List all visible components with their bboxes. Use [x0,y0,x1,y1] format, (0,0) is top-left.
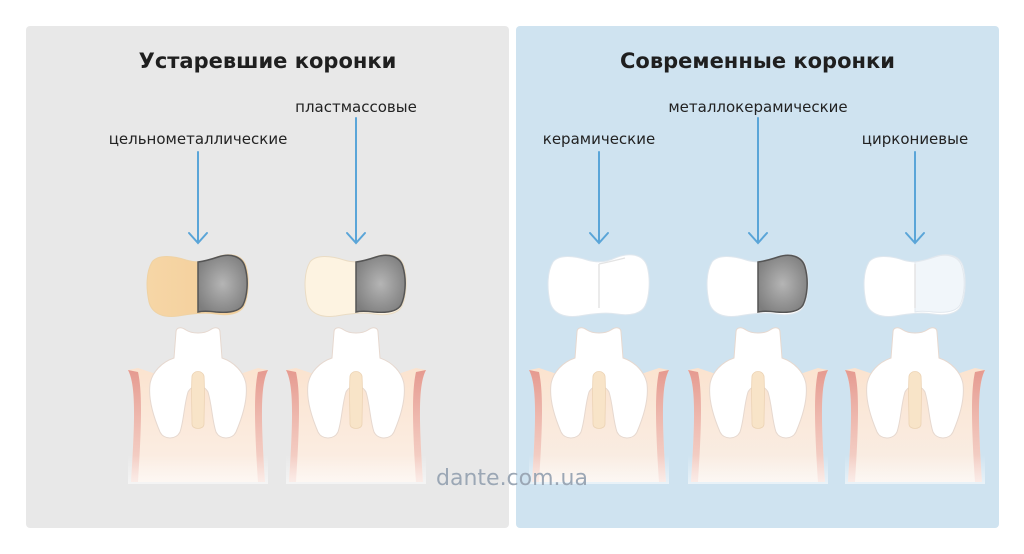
arrow-metal-ceramic [748,117,768,245]
arrows [188,117,925,245]
tooth-base-3 [528,327,670,485]
zirconia-crown-label: циркониевые [861,130,969,148]
watermark: dante.com.ua [436,466,588,491]
tooth-base-2 [285,327,427,485]
arrow-zirconia [905,151,925,245]
tooth-base-5 [844,327,986,485]
crown-zirconia [863,254,966,317]
crown-plastic [304,254,407,317]
all-metal-crown-label: цельнометаллические [108,130,288,148]
arrow-plastic [346,117,366,245]
outdated-crowns-title: Устаревшие коронки [138,49,397,73]
tooth-base-4 [687,327,829,485]
crown-ceramic [547,254,650,317]
arrow-ceramic [589,151,609,245]
crown-metal-ceramic [706,254,809,317]
tooth-base-1 [127,327,269,485]
plastic-crown-label: пластмассовые [295,98,417,116]
ceramic-crown-label: керамические [542,130,656,148]
metal-ceramic-crown-label: металлокерамические [668,98,848,116]
modern-crowns-title: Современные коронки [620,49,895,73]
arrow-all-metal [188,151,208,245]
crown-all-metal [146,254,249,317]
